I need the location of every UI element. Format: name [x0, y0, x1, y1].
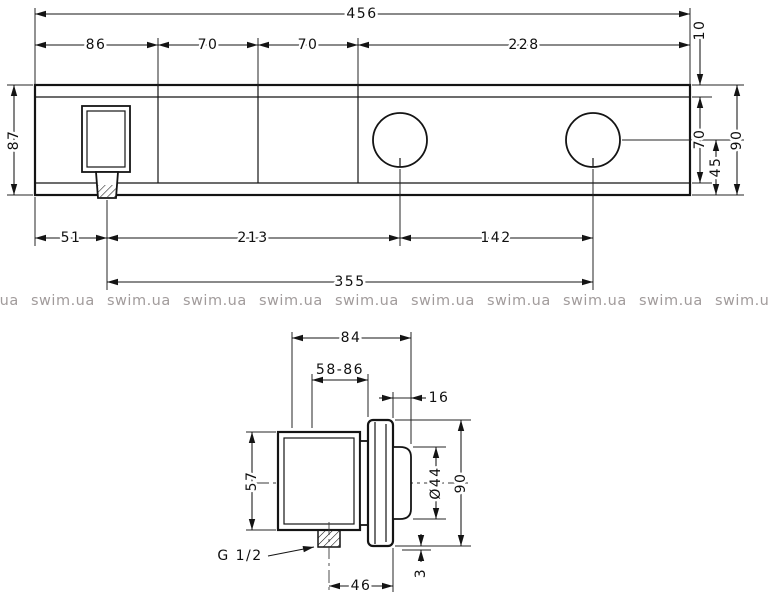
watermark-row: swim.ua swim.ua swim.ua swim.ua swim.ua … — [0, 293, 768, 309]
dim-label-86: 86 — [86, 37, 107, 53]
dim-46: 46 — [329, 548, 394, 597]
body-flange-connector — [359, 440, 369, 526]
watermark-text: swim.ua — [563, 293, 627, 309]
dim-label-d44: Ø44 — [428, 466, 444, 499]
escutcheon-plate — [366, 418, 395, 548]
dim-label-456: 456 — [346, 6, 377, 22]
side-view: 84 58-86 16 57 Ø44 — [215, 328, 472, 597]
dim-label-355: 355 — [334, 274, 365, 290]
dims-top: 456 86 70 70 228 — [34, 4, 691, 86]
dim-label-142: 142 — [480, 230, 511, 246]
dim-label-10: 10 — [692, 20, 708, 41]
watermark-text: swim.ua — [183, 293, 247, 309]
dim-label-87: 87 — [6, 130, 22, 151]
knob-right — [565, 112, 621, 168]
dim-label-70b: 70 — [298, 37, 319, 53]
watermark-text: swim.ua — [31, 293, 95, 309]
spout — [81, 105, 131, 199]
dim-label-51: 51 — [61, 230, 82, 246]
dim-label-46: 46 — [351, 578, 372, 594]
dims-bottom: 51 213 142 355 — [34, 169, 594, 293]
dims-left: 87 — [4, 84, 33, 196]
dim-label-70a: 70 — [198, 37, 219, 53]
front-view: 456 86 70 70 228 87 — [4, 4, 748, 293]
dim-label-70: 70 — [692, 129, 708, 150]
dim-label-58-86: 58-86 — [316, 362, 364, 378]
watermark-text: swim.ua — [715, 293, 768, 309]
watermark-text: swim.ua — [107, 293, 171, 309]
dim-d44: Ø44 — [413, 446, 447, 520]
thread-callout: G 1/2 — [215, 545, 315, 567]
dim-label-3: 3 — [413, 568, 429, 578]
dim-label-228: 228 — [508, 37, 539, 53]
spout-outer — [81, 105, 131, 173]
spout-inner — [86, 110, 126, 168]
valve-body — [276, 430, 362, 532]
dim-label-213: 213 — [237, 230, 268, 246]
dim-57: 57 — [242, 431, 276, 531]
dim-label-57: 57 — [244, 471, 260, 492]
watermark-text: swim.ua — [639, 293, 703, 309]
watermark-text: swim.ua — [259, 293, 323, 309]
dim-84: 84 — [291, 328, 412, 444]
watermark-text: swim.ua — [0, 293, 19, 309]
dims-right: 10 70 45 90 — [622, 17, 748, 196]
watermark-text: swim.ua — [487, 293, 551, 309]
handle-side-profile — [392, 446, 412, 520]
valve-body-assembly — [256, 418, 472, 594]
dim-90-side: 90 — [395, 419, 472, 547]
spout-aerator-hatch — [98, 185, 116, 197]
watermark-text: swim.ua — [411, 293, 475, 309]
dim-58-86: 58-86 — [311, 360, 369, 428]
dim-16: 16 — [379, 388, 450, 418]
valve-body-inner — [283, 437, 355, 525]
watermark-text: swim.ua — [335, 293, 399, 309]
thread-label: G 1/2 — [217, 548, 262, 564]
dim-label-90: 90 — [453, 473, 469, 494]
knob-left — [372, 112, 428, 168]
dim-3: 3 — [402, 534, 432, 581]
dim-label-16: 16 — [429, 390, 450, 406]
dim-label-90: 90 — [729, 130, 745, 151]
dim-label-84: 84 — [341, 330, 362, 346]
leader-line — [267, 545, 315, 557]
dim-label-45: 45 — [708, 157, 724, 178]
